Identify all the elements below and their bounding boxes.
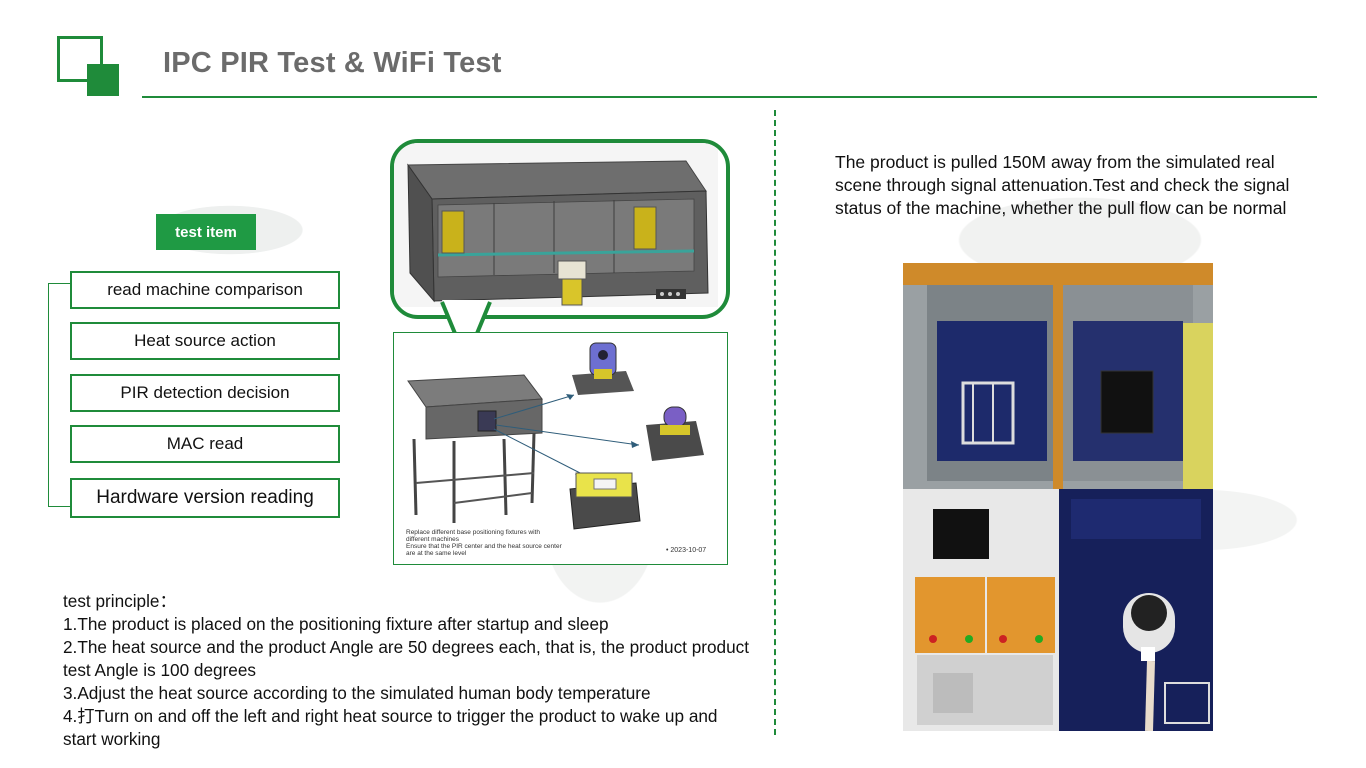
column-divider [774,110,776,735]
test-item-pir-detection-decision: PIR detection decision [70,374,340,412]
test-item-badge: test item [156,214,256,250]
wifi-test-description: The product is pulled 150M away from the… [835,152,1290,218]
wifi-test-photos [903,263,1213,732]
fixture-caption: Replace different base positioning fixtu… [406,529,562,557]
page-title: IPC PIR Test & WiFi Test [163,47,502,79]
test-item-hardware-version-reading: Hardware version reading [70,478,340,518]
principle-step-1: 1.The product is placed on the positioni… [63,614,609,634]
principle-step-4: 4.打Turn on and off the left and right he… [63,706,718,749]
title-underline [142,96,1317,98]
test-chamber-callout [390,139,730,319]
fixture-illustration [407,342,704,530]
principle-step-3: 3.Adjust the heat source according to th… [63,683,651,703]
fixture-panel: Replace different base positioning fixtu… [393,332,728,565]
test-principle: test principle： 1.The product is placed … [63,590,753,751]
shield-box-photo-collage [903,263,1213,732]
principle-heading: test principle： [63,591,177,611]
test-item-read-machine-comparison: read machine comparison [70,271,340,309]
brand-logo [57,36,121,98]
fixture-date: • 2023-10-07 [666,547,707,554]
items-bracket [48,283,71,507]
test-item-mac-read: MAC read [70,425,340,463]
test-item-heat-source-action: Heat source action [70,322,340,360]
principle-step-2: 2.The heat source and the product Angle … [63,637,750,680]
test-chamber-illustration [394,143,718,307]
